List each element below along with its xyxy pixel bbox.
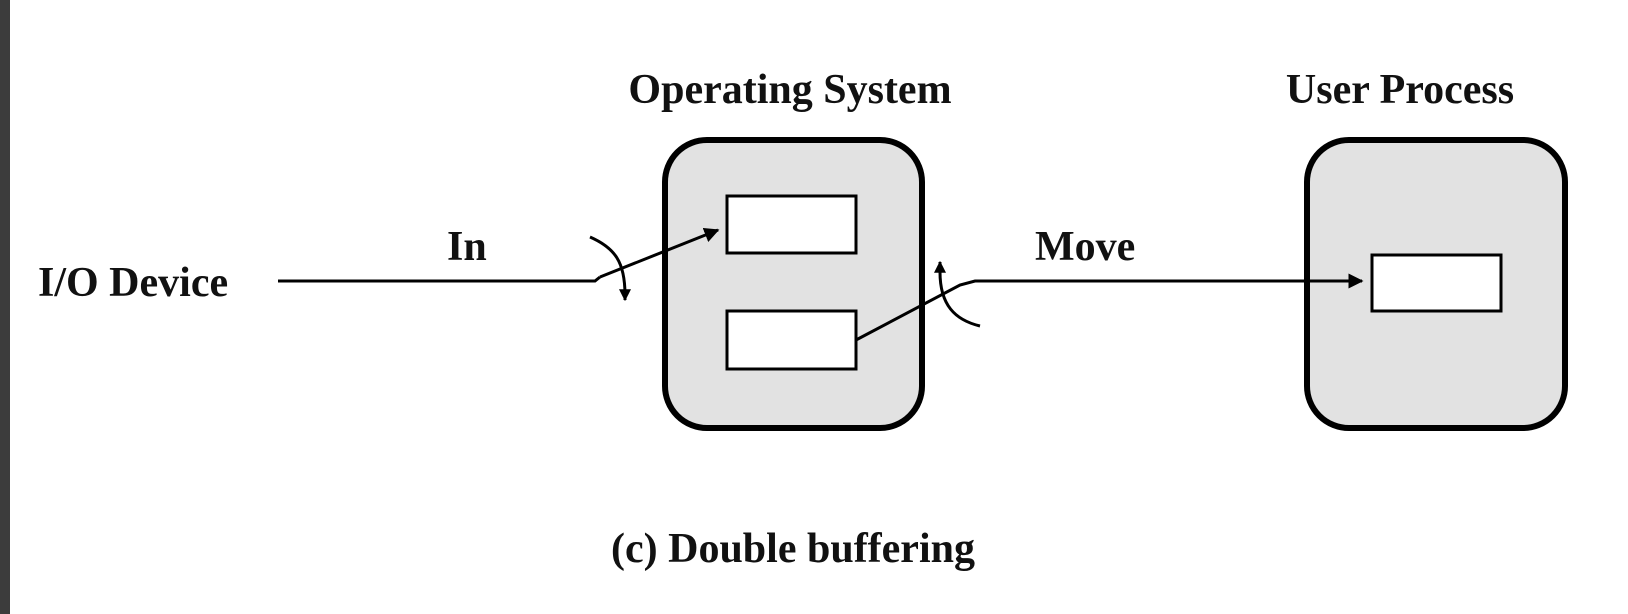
io-device-label: I/O Device <box>38 260 228 306</box>
os-buffer-lower <box>725 309 858 371</box>
move-label: Move <box>1035 224 1135 270</box>
operating-system-box <box>662 137 925 431</box>
diagram-caption: (c) Double buffering <box>611 526 975 572</box>
os-buffer-upper <box>725 194 858 255</box>
in-flow-line <box>278 275 601 283</box>
in-flow-arrow <box>599 228 720 279</box>
operating-system-label: Operating System <box>628 67 951 113</box>
move-flow-line <box>855 279 1310 342</box>
user-process-label: User Process <box>1286 67 1514 113</box>
in-swap-arrow-icon <box>589 235 631 302</box>
move-swap-arrow-icon <box>934 260 981 328</box>
user-process-buffer <box>1370 253 1503 313</box>
in-label: In <box>447 224 487 270</box>
frame-edge-bar <box>0 0 10 614</box>
